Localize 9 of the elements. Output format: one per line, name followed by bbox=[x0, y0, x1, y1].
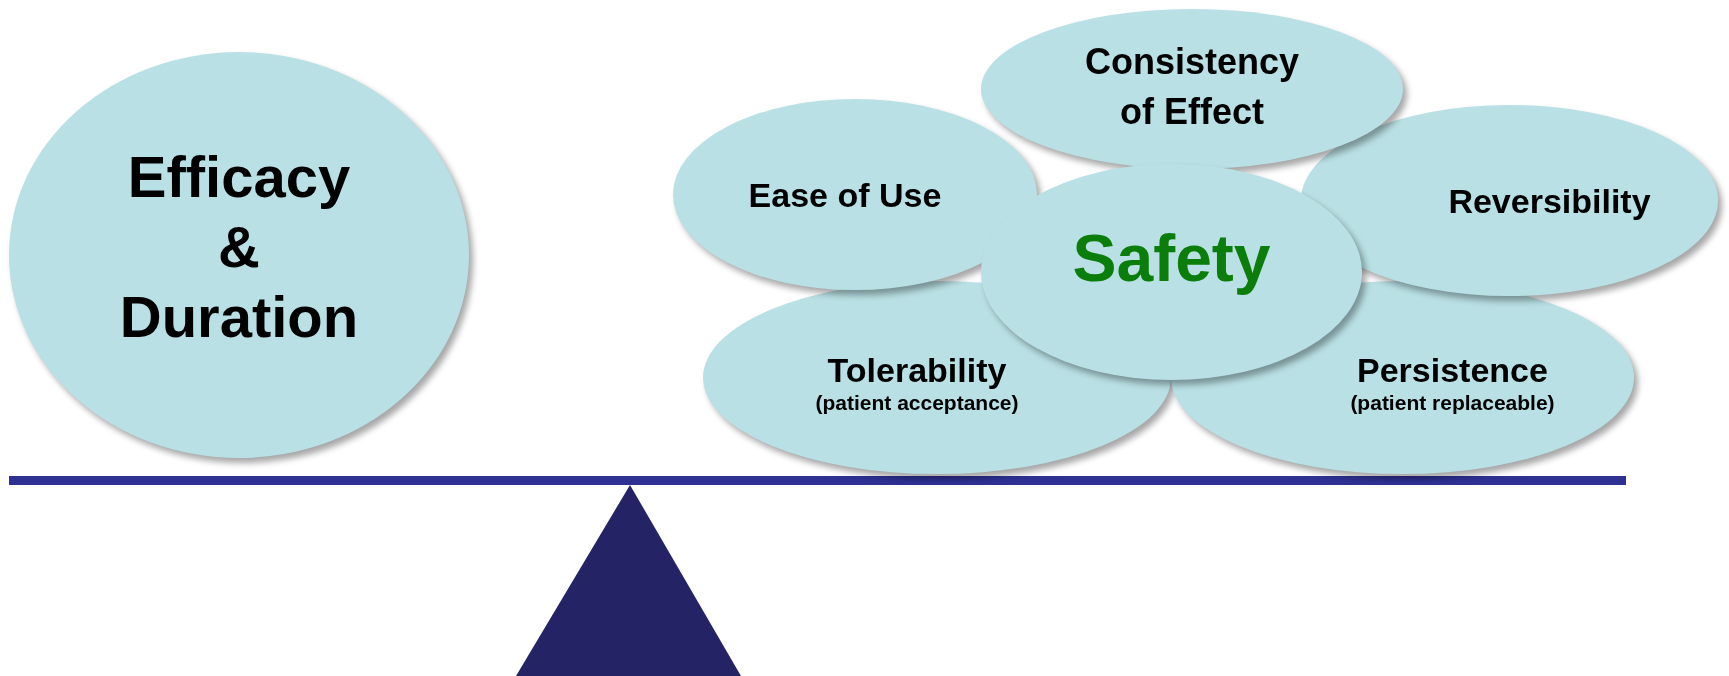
node-subtitle: (patient replaceable) bbox=[1350, 389, 1555, 416]
node-subtitle: (patient acceptance) bbox=[815, 389, 1019, 416]
node-title: Persistence bbox=[1357, 349, 1548, 390]
node-title: Efficacy & Duration bbox=[119, 143, 359, 351]
node-title: Reversibility bbox=[1448, 180, 1651, 221]
node-title: Safety bbox=[1072, 220, 1271, 296]
node-title: Tolerability bbox=[827, 349, 1007, 390]
node-title: Consistency of Effect bbox=[1083, 40, 1301, 134]
node-title: Ease of Use bbox=[748, 174, 942, 215]
